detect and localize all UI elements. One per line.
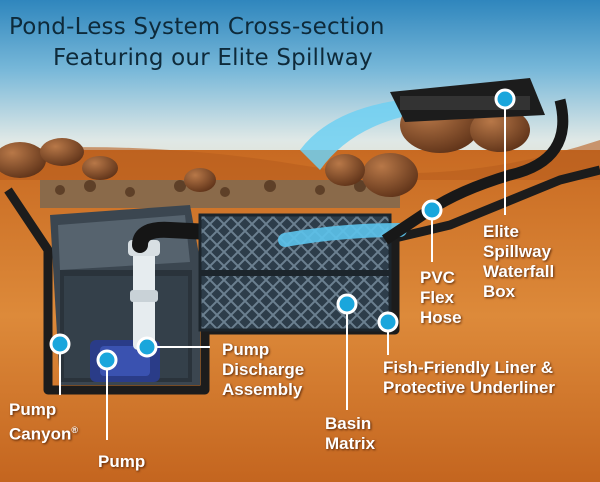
label-pump: Pump bbox=[98, 452, 146, 471]
callout-dot-pump bbox=[96, 349, 118, 371]
callout-dot-discharge bbox=[136, 336, 158, 358]
callout-dot-canyon bbox=[49, 333, 71, 355]
title-line-2: Featuring our Elite Spillway bbox=[53, 45, 373, 71]
callout-lines bbox=[59, 99, 506, 440]
label-pump-discharge-line: Assembly bbox=[222, 380, 303, 399]
rock-bank-left bbox=[0, 138, 118, 180]
label-elite-spillway-line: Spillway bbox=[483, 242, 552, 261]
hose-black bbox=[132, 221, 218, 253]
label-pvc-flex-hose-line: PVC bbox=[420, 268, 455, 287]
label-pump-canyon: Pump Canyon® bbox=[9, 400, 78, 445]
label-basin-matrix: Basin Matrix bbox=[325, 414, 375, 454]
flex-hose bbox=[381, 98, 569, 245]
label-liner-line: Protective Underliner bbox=[383, 378, 555, 397]
label-pump-canyon-line: Canyon bbox=[9, 424, 72, 444]
label-pvc-flex-hose-line: Flex bbox=[420, 288, 455, 307]
label-elite-spillway-line: Box bbox=[483, 282, 516, 301]
label-liner-line: Fish-Friendly Liner & bbox=[383, 358, 554, 377]
callout-dot-hose bbox=[421, 199, 443, 221]
label-elite-spillway-line: Elite bbox=[483, 222, 519, 241]
callout-dot-liner bbox=[377, 311, 399, 333]
label-elite-spillway-line: Waterfall bbox=[483, 262, 555, 281]
registered-mark: ® bbox=[71, 425, 78, 435]
label-pump-discharge-line: Discharge bbox=[222, 360, 305, 379]
water-flow bbox=[278, 223, 407, 247]
label-pump-discharge: Pump Discharge Assembly bbox=[222, 340, 304, 400]
label-liner: Fish-Friendly Liner & Protective Underli… bbox=[383, 358, 555, 398]
title-line-1: Pond-Less System Cross-section bbox=[9, 14, 385, 40]
label-pump-canyon-line: Pump bbox=[9, 400, 57, 419]
label-basin-matrix-line: Matrix bbox=[325, 434, 376, 453]
label-pump-discharge-line: Pump bbox=[222, 340, 270, 359]
callout-dot-spillway bbox=[494, 88, 516, 110]
callout-dots bbox=[49, 88, 516, 371]
label-pvc-flex-hose: PVC Flex Hose bbox=[420, 268, 462, 328]
label-pvc-flex-hose-line: Hose bbox=[420, 308, 462, 327]
label-basin-matrix-line: Basin bbox=[325, 414, 372, 433]
callout-dot-basin bbox=[336, 293, 358, 315]
label-elite-spillway: Elite Spillway Waterfall Box bbox=[483, 222, 554, 302]
